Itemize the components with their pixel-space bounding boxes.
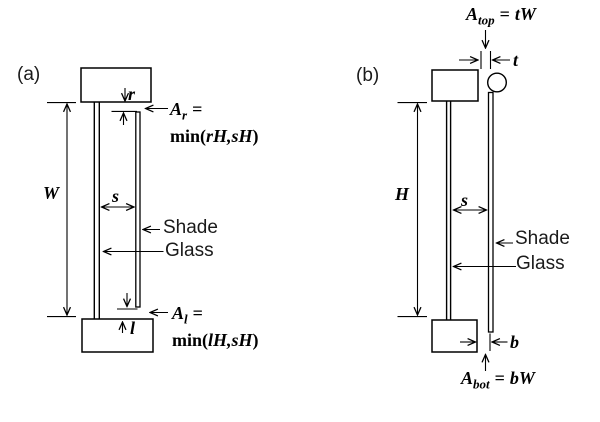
area-formula-bottom-a-line2: min(lH,sH) (172, 329, 259, 350)
panel-b-label: (b) (356, 65, 380, 86)
spacing-dim-label-a: s (112, 186, 120, 206)
glass-label-b: Glass (516, 253, 565, 274)
area-formula-bottom-a: Al= min(lH,sH) (172, 303, 259, 350)
height-dim-label: H (395, 184, 410, 204)
area-formula-top-a: Ar= min(rH,sH) (170, 99, 259, 146)
area-formula-top-a-line2: min(rH,sH) (170, 125, 259, 146)
frame-bottom-b (431, 319, 478, 353)
shade-b (487, 91, 494, 333)
area-formula-bottom-b: Abot=bW (461, 368, 535, 392)
shade-label-a: Shade (163, 217, 218, 238)
shade-roller-circle (487, 72, 508, 93)
shade-label-b: Shade (515, 228, 570, 249)
panel-a-label: (a) (17, 64, 41, 85)
glass-label-a: Glass (165, 240, 214, 261)
top-gap-dim-label-b: t (513, 50, 519, 70)
frame-bottom-a (81, 318, 154, 353)
shade-a (135, 111, 141, 308)
area-formula-top-a-line1: Ar= (170, 99, 203, 123)
area-formula-bottom-a-line1: Al= (172, 303, 203, 327)
bottom-gap-dim-label-a: l (130, 318, 136, 338)
width-dim-label: W (43, 183, 60, 203)
bottom-gap-dim-label-b: b (510, 332, 519, 352)
frame-top-b (431, 69, 479, 102)
area-formula-top-b: Atop=tW (466, 4, 536, 28)
top-gap-dim-label-a: r (128, 84, 136, 104)
spacing-dim-label-b: s (461, 190, 469, 210)
frame-top-a (80, 67, 152, 103)
